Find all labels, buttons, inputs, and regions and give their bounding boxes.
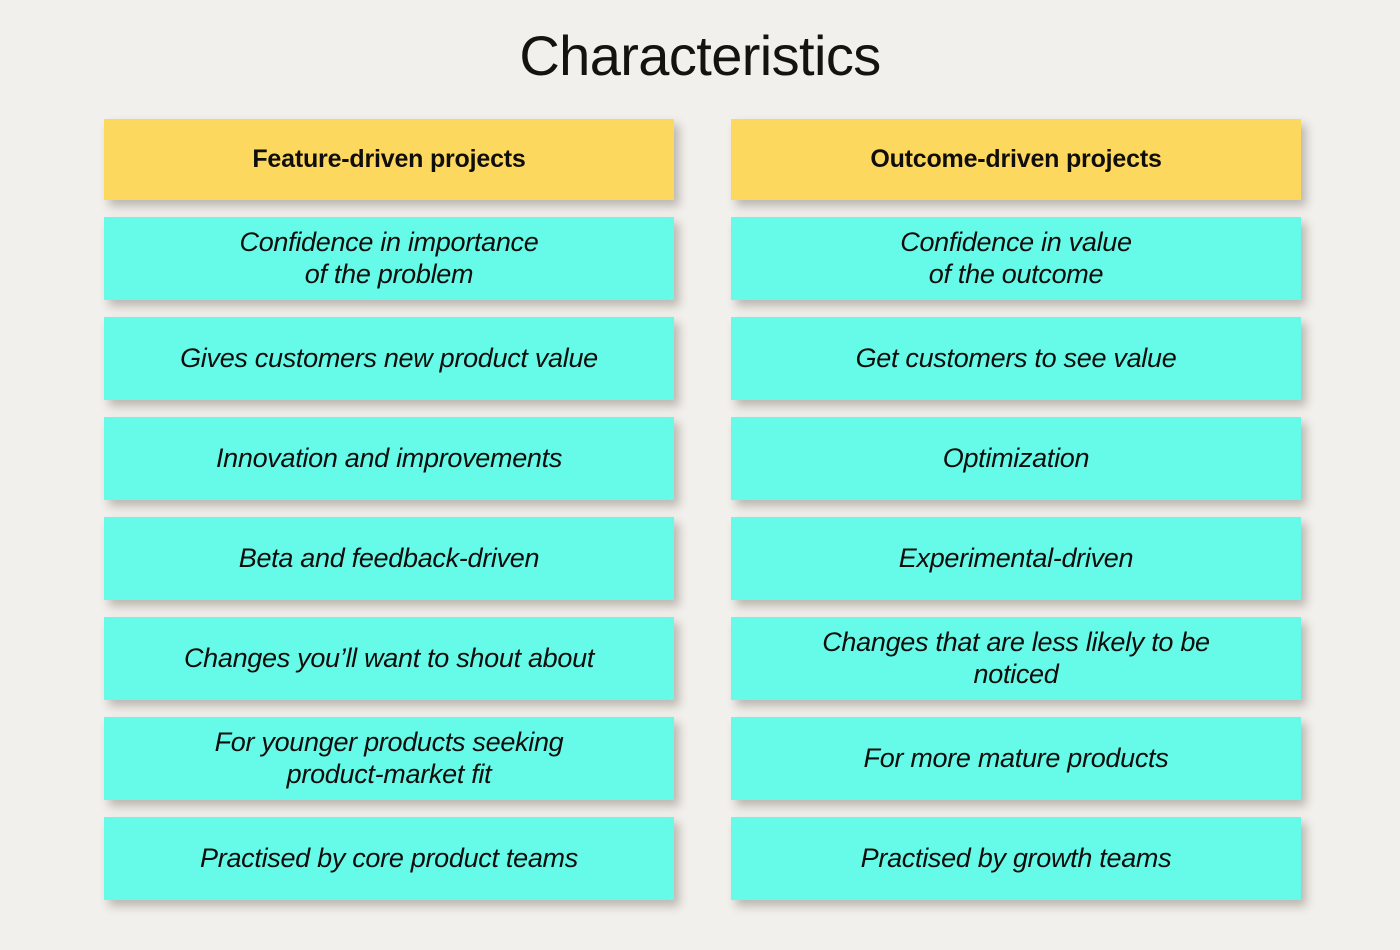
table-row: For more mature products (731, 717, 1301, 800)
cell-text: For younger products seeking product-mar… (214, 726, 564, 789)
table-row: Experimental-driven (731, 517, 1301, 600)
column-header-label: Feature-driven projects (252, 145, 526, 173)
cell-text: Get customers to see value (855, 342, 1177, 373)
page-title: Characteristics (519, 24, 881, 87)
cell-text: Changes that are less likely to be notic… (822, 626, 1210, 689)
cell-text: Optimization (942, 442, 1090, 473)
table-row: Changes you’ll want to shout about (104, 617, 674, 700)
table-row: Practised by core product teams (104, 817, 674, 900)
table-row: Beta and feedback-driven (104, 517, 674, 600)
table-row: Practised by growth teams (731, 817, 1301, 900)
cell-text: Confidence in importance of the problem (239, 226, 539, 289)
column-header-feature-driven: Feature-driven projects (104, 119, 674, 200)
table-row: Confidence in importance of the problem (104, 217, 674, 300)
table-row: Get customers to see value (731, 317, 1301, 400)
cell-text: Beta and feedback-driven (238, 542, 540, 573)
cell-text: Innovation and improvements (215, 442, 563, 473)
characteristics-comparison-table: Feature-driven projects Confidence in im… (104, 119, 1301, 900)
table-row: Confidence in value of the outcome (731, 217, 1301, 300)
cell-text: For more mature products (863, 742, 1169, 773)
column-header-outcome-driven: Outcome-driven projects (731, 119, 1301, 200)
cell-text: Gives customers new product value (180, 342, 598, 373)
cell-text: Experimental-driven (898, 542, 1134, 573)
column-header-label: Outcome-driven projects (870, 145, 1162, 173)
table-row: Innovation and improvements (104, 417, 674, 500)
cell-text: Practised by core product teams (200, 842, 578, 873)
column-outcome-driven: Outcome-driven projects Confidence in va… (731, 119, 1301, 900)
cell-text: Confidence in value of the outcome (900, 226, 1132, 289)
table-row: Optimization (731, 417, 1301, 500)
cell-text: Practised by growth teams (860, 842, 1172, 873)
cell-text: Changes you’ll want to shout about (183, 642, 595, 673)
table-row: For younger products seeking product-mar… (104, 717, 674, 800)
table-row: Gives customers new product value (104, 317, 674, 400)
table-row: Changes that are less likely to be notic… (731, 617, 1301, 700)
column-feature-driven: Feature-driven projects Confidence in im… (104, 119, 674, 900)
